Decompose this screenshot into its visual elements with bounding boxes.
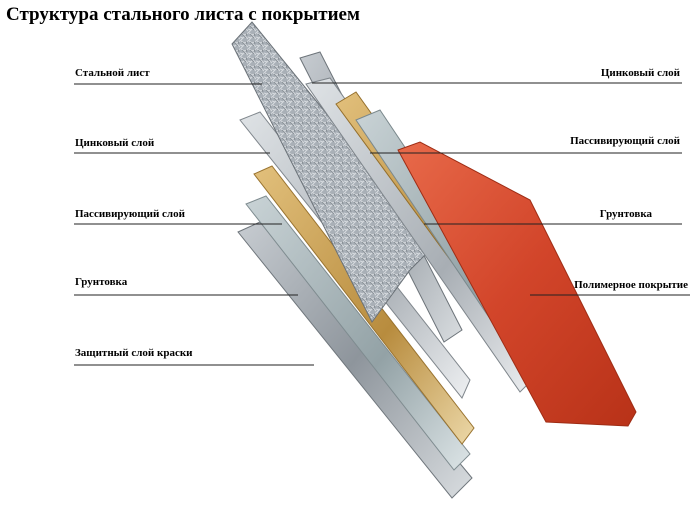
label-passivation-left: Пассивирующий слой xyxy=(75,208,185,220)
protective-paint-layer xyxy=(237,221,473,499)
label-steel-sheet: Стальной лист xyxy=(75,67,150,79)
diagram-title: Структура стального листа с покрытием xyxy=(6,4,360,25)
label-primer-right: Грунтовка xyxy=(599,208,652,220)
label-passivation-right: Пассивирующий слой xyxy=(570,135,680,147)
right-layer-stack xyxy=(305,77,637,427)
label-primer-left: Грунтовка xyxy=(75,276,128,288)
label-zinc-layer-left: Цинковый слой xyxy=(75,137,155,149)
label-protective-paint: Защитный слой краски xyxy=(75,347,193,359)
steel-sheet xyxy=(231,21,435,323)
left-primer-layer xyxy=(245,195,471,471)
polymer-coating xyxy=(397,141,637,427)
leader-lines xyxy=(74,82,690,366)
label-zinc-layer-right: Цинковый слой xyxy=(600,67,680,79)
label-polymer-coating: Полимерное покрытие xyxy=(574,279,688,291)
